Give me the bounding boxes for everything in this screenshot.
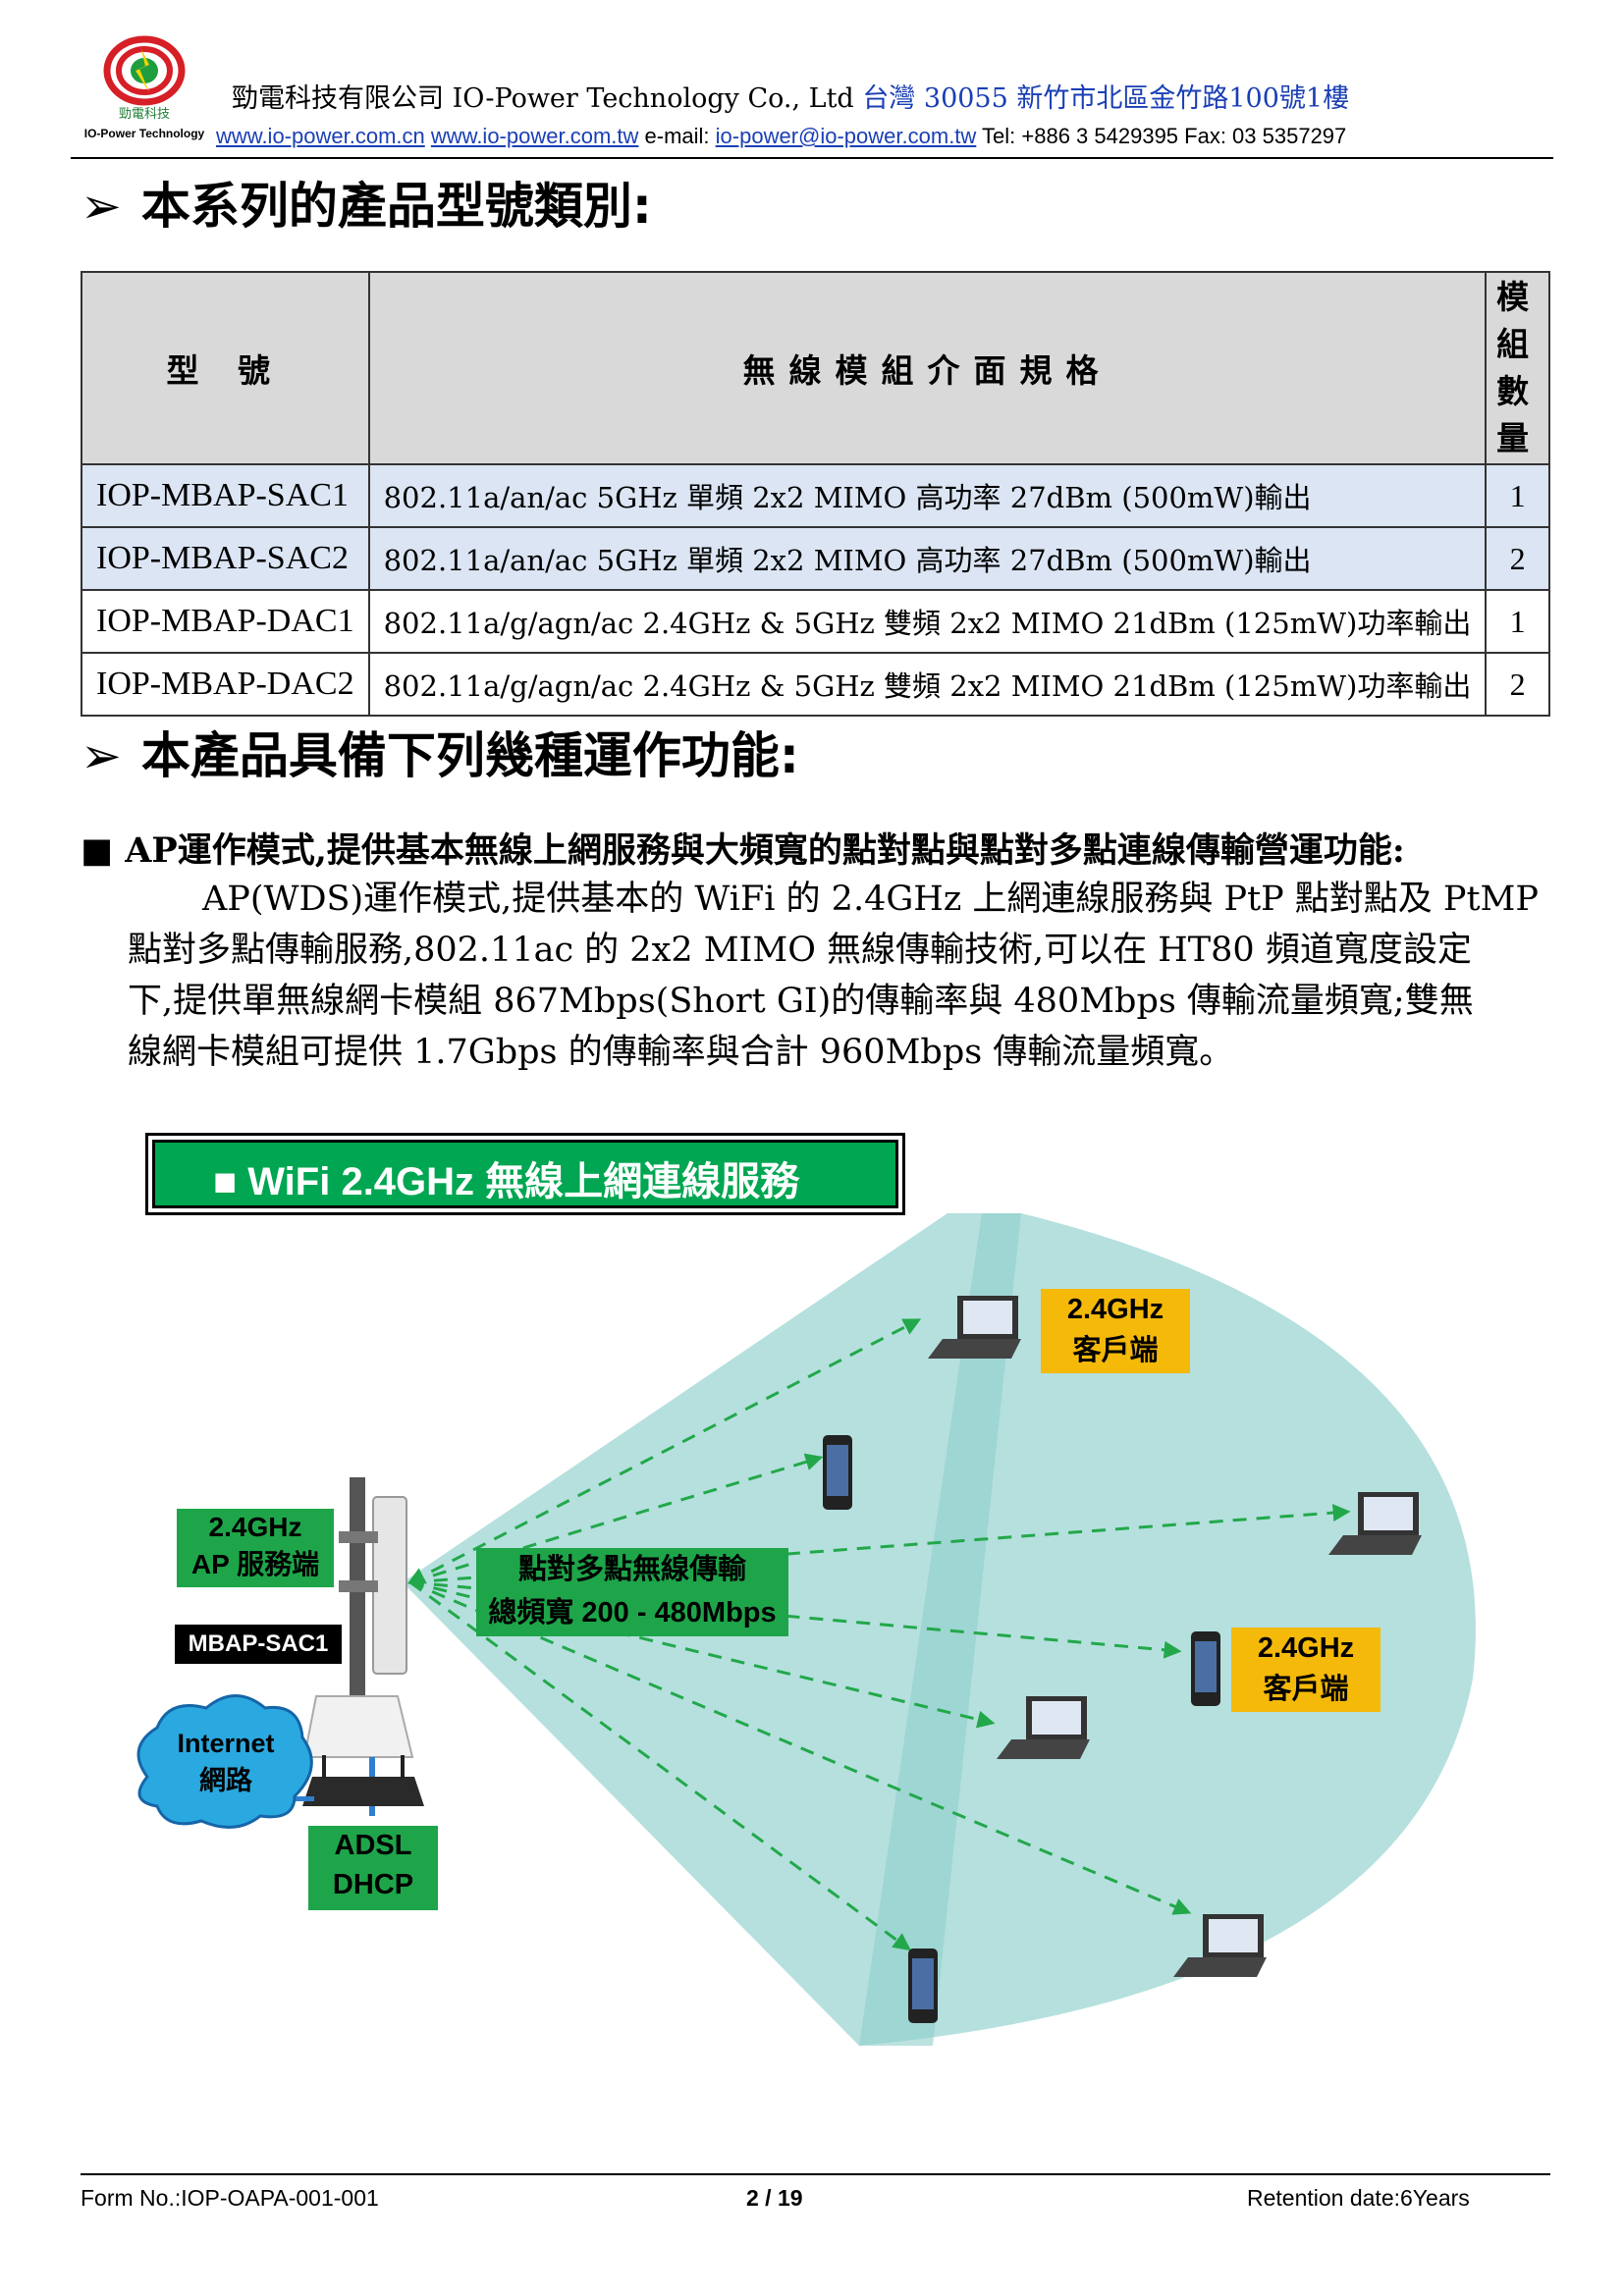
phone-fax: Tel: +886 3 5429395 Fax: 03 5357297 — [982, 124, 1347, 148]
row-spec: 802.11a/g/agn/ac 2.4GHz & 5GHz 雙頻 2x2 MI… — [367, 652, 1488, 717]
laptop-icon — [1173, 1914, 1267, 1977]
website-tw-link[interactable]: www.io-power.com.tw — [430, 124, 639, 148]
laptop-icon — [997, 1696, 1090, 1759]
svg-text:勁電科技: 勁電科技 — [119, 107, 170, 122]
website-cn-link[interactable]: www.io-power.com.cn — [216, 124, 425, 148]
ap-label: 2.4GHz AP 服務端 — [177, 1509, 334, 1587]
paragraph-line: 下,提供單無線網卡模組 867Mbps(Short GI)的傳輸率與 480Mb… — [128, 982, 1474, 1021]
table-row: IOP-MBAP-SAC1 802.11a/an/ac 5GHz 單頻 2x2 … — [81, 463, 1550, 528]
laptop-icon — [928, 1296, 1021, 1359]
link-arrow — [406, 1318, 922, 1584]
row-model: IOP-MBAP-SAC2 — [81, 526, 370, 591]
header-model: 型 號 — [81, 271, 370, 465]
table-header-row: 型 號 無線模組介面規格 模組 數量 — [81, 271, 1550, 465]
section-heading-functions: ➢ 本產品具備下列幾種運作功能: — [81, 717, 799, 787]
company-logo: 勁電科技 IO-Power Technology — [84, 35, 205, 140]
header-qty: 模組 數量 — [1485, 271, 1550, 465]
arrow-bullet-icon: ➢ — [81, 178, 122, 235]
svg-text:IO-Power Technology: IO-Power Technology — [84, 127, 205, 140]
company-address: 台灣 30055 新竹市北區金竹路100號1樓 — [862, 83, 1350, 114]
retention-date: Retention date:6Years — [1247, 2185, 1470, 2211]
table-row: IOP-MBAP-SAC2 802.11a/an/ac 5GHz 單頻 2x2 … — [81, 526, 1550, 591]
email-label: e-mail: — [644, 124, 710, 148]
feature-paragraph: AP(WDS)運作模式,提供基本的 WiFi 的 2.4GHz 上網連線服務與 … — [128, 874, 1551, 1078]
row-model: IOP-MBAP-DAC2 — [81, 652, 370, 717]
form-number: Form No.:IOP-OAPA-001-001 — [81, 2185, 379, 2211]
table-row: IOP-MBAP-DAC1 802.11a/g/agn/ac 2.4GHz & … — [81, 589, 1550, 654]
link-arrow — [409, 1580, 911, 1951]
row-qty: 1 — [1485, 463, 1550, 528]
ap-antenna-icon — [302, 1477, 414, 1816]
adsl-label: ADSL DHCP — [308, 1826, 438, 1910]
row-qty: 2 — [1485, 652, 1550, 717]
paragraph-line: AP(WDS)運作模式,提供基本的 WiFi 的 2.4GHz 上網連線服務與 … — [202, 880, 1539, 919]
router-icon — [285, 1755, 424, 1806]
header-spec: 無線模組介面規格 — [367, 271, 1488, 465]
paragraph-line: 點對多點傳輸服務,802.11ac 的 2x2 MIMO 無線傳輸技術,可以在 … — [128, 931, 1472, 970]
smartphone-icon — [1191, 1631, 1220, 1706]
row-spec: 802.11a/an/ac 5GHz 單頻 2x2 MIMO 高功率 27dBm… — [367, 463, 1488, 528]
internet-cloud-icon — [136, 1694, 313, 1829]
smartphone-icon — [908, 1949, 938, 2023]
bandwidth-label: 點對多點無線傳輸 總頻寬 200 - 480Mbps — [476, 1548, 788, 1636]
section-title: 本產品具備下列幾種運作功能: — [140, 727, 799, 784]
client-label: 2.4GHz 客戶端 — [1041, 1289, 1190, 1373]
internet-label: Internet 網路 — [177, 1729, 275, 1795]
diagram-title: ■ WiFi 2.4GHz 無線上網連線服務 — [213, 1160, 800, 1203]
company-name: 勁電科技有限公司 IO-Power Technology Co., Ltd — [232, 83, 854, 114]
row-spec: 802.11a/g/agn/ac 2.4GHz & 5GHz 雙頻 2x2 MI… — [367, 589, 1488, 654]
link-arrow — [409, 1504, 1351, 1584]
header-divider — [71, 157, 1553, 159]
row-qty: 2 — [1485, 526, 1550, 591]
diagram-title-box: ■ WiFi 2.4GHz 無線上網連線服務 — [145, 1133, 905, 1215]
section-heading-models: ➢ 本系列的產品型號類別: — [81, 167, 652, 238]
row-spec: 802.11a/an/ac 5GHz 單頻 2x2 MIMO 高功率 27dBm… — [367, 526, 1488, 591]
contact-line: www.io-power.com.cn www.io-power.com.tw … — [216, 124, 1346, 149]
paragraph-line: 線網卡模組可提供 1.7Gbps 的傳輸率與合計 960Mbps 傳輸流量頻寬。 — [128, 1033, 1234, 1072]
model-spec-table: 型 號 無線模組介面規格 模組 數量 IOP-MBAP-SAC1 802.11a… — [81, 271, 1550, 717]
feature-heading: ■ AP運作模式,提供基本無線上網服務與大頻寬的點對點與點對多點連線傳輸營運功能… — [81, 823, 1405, 873]
smartphone-icon — [823, 1435, 852, 1510]
client-label: 2.4GHz 客戶端 — [1231, 1628, 1380, 1712]
row-model: IOP-MBAP-DAC1 — [81, 589, 370, 654]
row-qty: 1 — [1485, 589, 1550, 654]
table-row: IOP-MBAP-DAC2 802.11a/g/agn/ac 2.4GHz & … — [81, 652, 1550, 717]
row-model: IOP-MBAP-SAC1 — [81, 463, 370, 528]
page-number: 2 / 19 — [746, 2185, 803, 2211]
laptop-icon — [1328, 1492, 1422, 1555]
arrow-bullet-icon: ➢ — [81, 727, 122, 784]
section-title: 本系列的產品型號類別: — [140, 178, 652, 235]
email-link[interactable]: io-power@io-power.com.tw — [715, 124, 977, 148]
device-label: MBAP-SAC1 — [175, 1625, 342, 1664]
company-name-line: 勁電科技有限公司 IO-Power Technology Co., Ltd 台灣… — [232, 77, 1349, 115]
square-bullet-icon: ■ — [81, 830, 114, 871]
feature-title: AP運作模式,提供基本無線上網服務與大頻寬的點對點與點對多點連線傳輸營運功能: — [125, 830, 1405, 871]
footer-divider — [81, 2173, 1550, 2175]
